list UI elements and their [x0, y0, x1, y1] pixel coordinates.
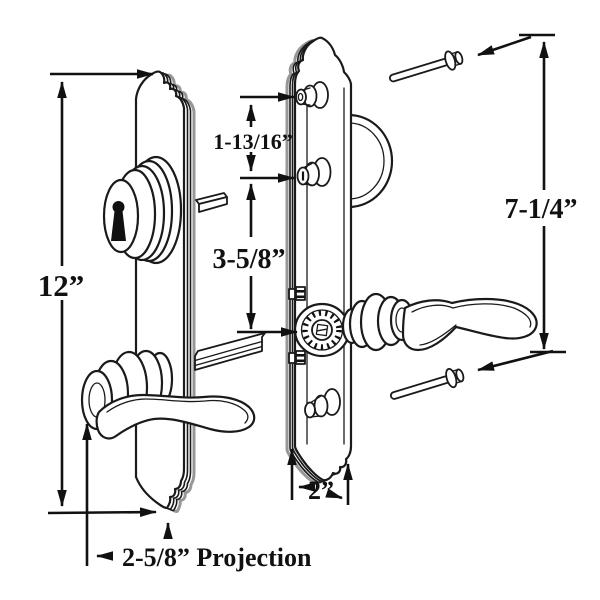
interior-trim-assembly: [194, 36, 538, 485]
dimension-plate-height: 12”: [38, 69, 157, 517]
exterior-lever-blade: [95, 393, 256, 440]
interior-plate: [293, 36, 353, 482]
exterior-lever-handle: [80, 349, 256, 440]
spindle-bar: [194, 332, 266, 371]
dimension-center-hole-spacing: 3-5/8”: [212, 183, 298, 337]
upper-hole-spacing-label: 1-13/16”: [213, 129, 292, 154]
spindle-hub: [293, 302, 351, 358]
interior-lever-handle: [341, 292, 538, 352]
dimension-projection: 2-5/8” Projection: [82, 423, 312, 572]
screw-spacing-label: 7-1/4”: [504, 194, 577, 225]
key-cylinder-post: [296, 157, 332, 187]
plate-height-label: 12”: [38, 268, 85, 303]
dimension-plate-width: 2”: [287, 448, 353, 505]
mounting-screw-top: [388, 50, 464, 83]
top-mounting-post: [295, 81, 329, 109]
interior-lever-blade: [401, 297, 538, 352]
dimension-screw-spacing: 7-1/4”: [477, 33, 578, 372]
dimension-upper-hole-spacing: 1-13/16”: [213, 92, 295, 183]
retainer-clip-lower: [288, 350, 306, 365]
bottom-mounting-post: [304, 388, 341, 419]
mounting-screw-bottom: [389, 368, 465, 400]
exterior-plate: [134, 70, 186, 510]
projection-label: 2-5/8” Projection: [122, 543, 312, 572]
keyhole-icon: [111, 201, 126, 241]
center-hole-spacing-label: 3-5/8”: [212, 244, 285, 275]
exterior-trim-assembly: [80, 70, 256, 513]
plate-width-label: 2”: [308, 476, 334, 505]
latch-bolt: [195, 192, 228, 213]
deadbolt-cylinder: [102, 155, 183, 265]
retainer-clip-upper: [288, 286, 306, 301]
